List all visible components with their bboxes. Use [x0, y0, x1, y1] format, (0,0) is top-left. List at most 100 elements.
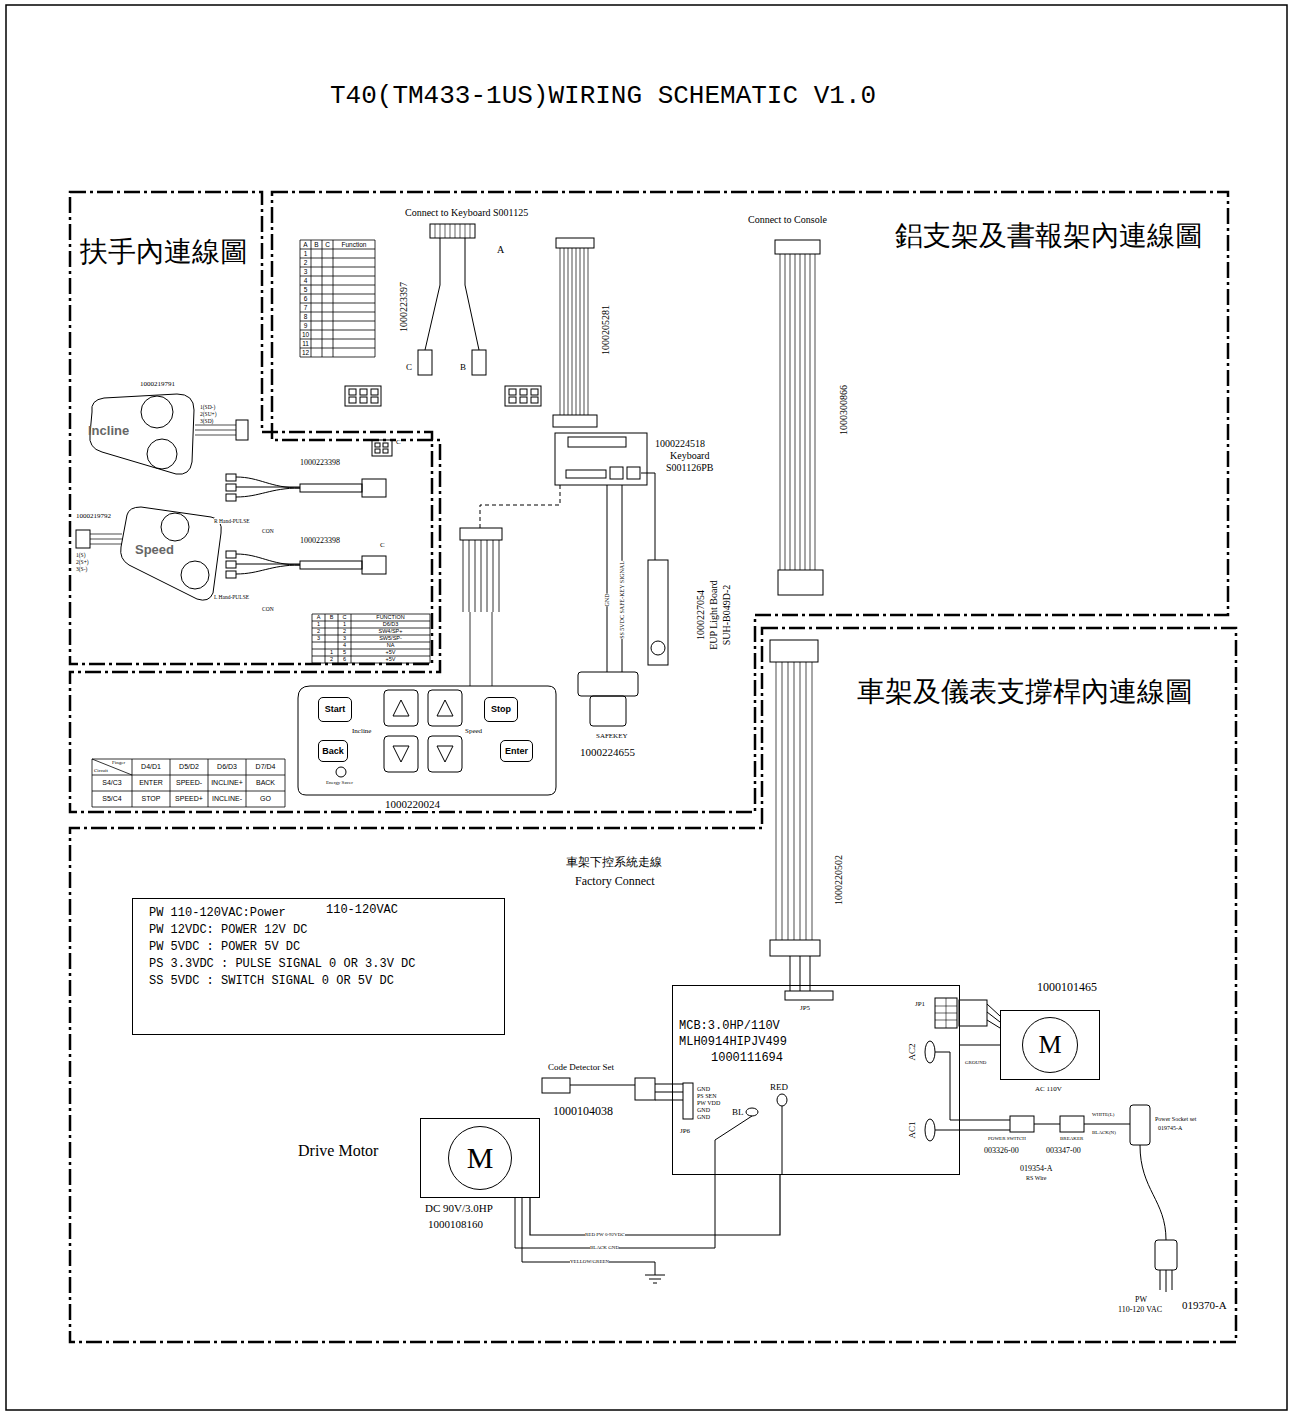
- part-label: Factory Connect: [575, 875, 655, 889]
- keyboard-harness: [430, 224, 475, 238]
- handrail-cable: [236, 554, 300, 574]
- table-cell: 6: [300, 294, 311, 303]
- membrane-tail: [463, 540, 499, 686]
- frame-cable: [770, 940, 820, 956]
- power-inlet: [1130, 1105, 1150, 1145]
- keyboard-harness: [371, 389, 378, 395]
- keyboard-harness: [418, 350, 432, 375]
- region-outline: [70, 192, 1228, 812]
- table-cell: D6/D3: [208, 759, 246, 775]
- keyboard-harness: [531, 389, 538, 395]
- keyboard-harness: [520, 397, 527, 403]
- table-cell: +5V: [351, 649, 430, 656]
- motor-symbol: M: [448, 1126, 512, 1190]
- keypad-overlay: [437, 746, 453, 762]
- handrail-cable: [300, 484, 362, 492]
- pulse-grip: [181, 561, 209, 589]
- keypad-button: Start: [318, 697, 352, 722]
- keyboard-board: [627, 467, 640, 479]
- table-cell: D4/D1: [132, 759, 170, 775]
- table-cell: B: [325, 614, 338, 621]
- part-number: AC2: [908, 1043, 918, 1060]
- region-heading: 鋁支架及書報架內連線圖: [895, 220, 1203, 252]
- mcb-parts: [683, 1083, 693, 1119]
- part-label: 019370-A: [1182, 1299, 1227, 1312]
- part-label: Circuit: [94, 768, 108, 774]
- table-cell: INCLINE-: [208, 791, 246, 807]
- table-cell: S4/C3: [92, 775, 132, 791]
- part-label: DC 90V/3.0HP: [425, 1202, 493, 1215]
- keyboard-board: [566, 470, 606, 478]
- board-text: PS 3.3VDC : PULSE SIGNAL 0 OR 3.3V DC: [149, 958, 415, 972]
- handrail-cable: [76, 420, 392, 578]
- power-inlet: [1060, 1116, 1084, 1132]
- pulse-grip: [147, 439, 177, 469]
- ribbon-cable: [553, 415, 597, 427]
- board-text: PW 110-120VAC:Power: [149, 907, 286, 921]
- eup-light-board: [648, 560, 668, 665]
- table-cell: INCLINE+: [208, 775, 246, 791]
- part-label: 003326-00: [984, 1146, 1019, 1155]
- part-label: RED PW 0-92VDC: [585, 1232, 625, 1238]
- board-text: MCB:3.0HP/110V: [679, 1020, 780, 1034]
- motor-wires: [645, 1275, 665, 1283]
- code-detector: [542, 1078, 570, 1093]
- motor-wires: [515, 1175, 715, 1283]
- part-label: RED: [770, 1082, 788, 1092]
- board-box: MCB:3.0HP/110VMLH0914HIPJV4991000111694: [672, 985, 960, 1175]
- board-text: MLH0914HIPJV499: [679, 1036, 787, 1050]
- handrail-cable: [195, 425, 236, 435]
- frame-cable: [776, 662, 812, 940]
- handrail-cable: [383, 443, 388, 447]
- power-inlet: [1140, 1145, 1166, 1240]
- part-label: YELLOW/GREEN: [570, 1259, 609, 1265]
- power-inlet: [1034, 1124, 1060, 1125]
- part-number: 1000223397: [398, 282, 409, 332]
- motor-box: M: [420, 1118, 540, 1198]
- part-label: 2(SU+): [200, 411, 217, 417]
- part-label: 1000108160: [428, 1218, 483, 1231]
- table-cell: B: [311, 240, 322, 249]
- handrail-cable: [226, 571, 236, 578]
- part-label: SAFEKEY: [596, 732, 628, 740]
- part-label: Speed: [465, 727, 482, 735]
- keypad-overlay: [393, 746, 409, 762]
- part-label: JP5: [800, 1004, 810, 1012]
- table-cell: C: [322, 240, 333, 249]
- code-detector: [542, 1078, 683, 1100]
- table-grid: [92, 759, 285, 807]
- keyboard-harness: [360, 397, 367, 403]
- handrail-cable: [375, 449, 380, 453]
- eup-light-board: [641, 473, 655, 560]
- table-grid: [300, 240, 375, 357]
- board-text: PW 5VDC : POWER 5V DC: [149, 941, 300, 955]
- board-text: SS 5VDC : SWITCH SIGNAL 0 OR 5V DC: [149, 975, 394, 989]
- table-cell: 6: [338, 656, 351, 663]
- ribbon-cable: [556, 238, 594, 248]
- table-cell: Function: [333, 240, 375, 249]
- keyboard-harness: [472, 350, 486, 375]
- code-detector: [570, 1085, 635, 1086]
- table-cell: 2: [338, 628, 351, 635]
- motor-wires: [522, 1198, 655, 1275]
- part-label: 車架下控系統走線: [566, 856, 662, 870]
- handrail-cable: [226, 551, 236, 558]
- keyboard-harness: [425, 238, 479, 350]
- membrane-tail: [460, 528, 502, 540]
- keyboard-board: [555, 433, 647, 485]
- handrail-cable: [226, 474, 236, 481]
- table-cell: 5: [338, 649, 351, 656]
- handrail-cable: [76, 530, 90, 548]
- part-label: JP6: [680, 1127, 690, 1135]
- table-cell: BACK: [246, 775, 285, 791]
- part-label: A: [497, 244, 504, 256]
- part-label: PW: [1135, 1295, 1147, 1304]
- handrail-cable: [90, 534, 122, 544]
- keyboard-harness: [360, 389, 367, 395]
- table-cell: 9: [300, 321, 311, 330]
- part-label: 003347-00: [1046, 1146, 1081, 1155]
- table-cell: 4: [338, 642, 351, 649]
- part-label: 1000223398: [300, 458, 340, 467]
- pad-label: Incline: [88, 424, 129, 439]
- power-inlet: [935, 1052, 1177, 1292]
